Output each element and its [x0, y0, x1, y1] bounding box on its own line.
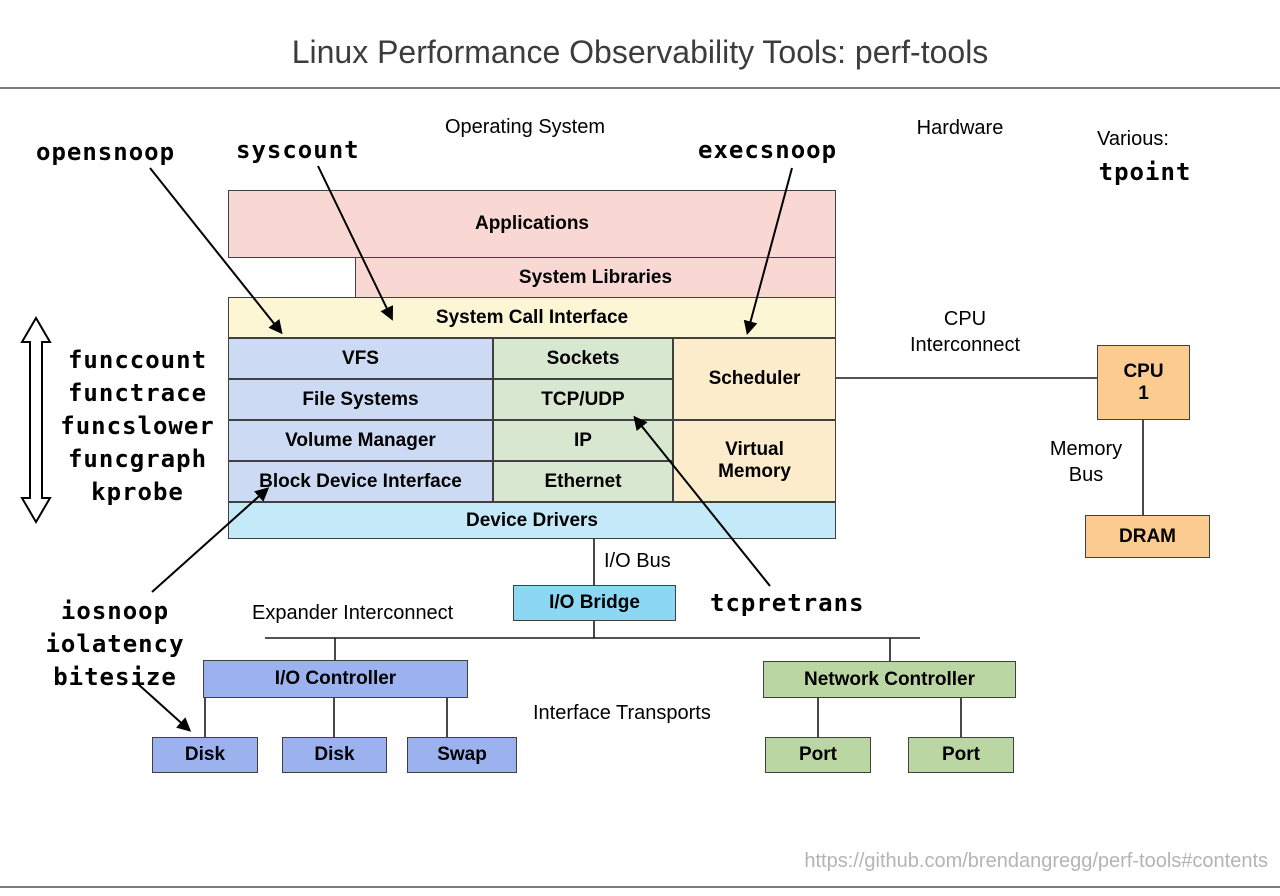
hardware-heading: Hardware — [916, 117, 1004, 139]
dram-box: DRAM — [1085, 515, 1210, 558]
device-drivers-box: Device Drivers — [228, 502, 836, 539]
tool-funcgraph: funcgraph — [67, 445, 208, 473]
tool-iosnoop: iosnoop — [60, 597, 170, 625]
memory-bus-line1: Memory — [1049, 438, 1123, 460]
sockets-box: Sockets — [493, 338, 673, 379]
io-controller-box: I/O Controller — [203, 660, 468, 698]
io-tools-group: iosnoop iolatency bitesize — [40, 595, 190, 694]
tool-funcslower: funcslower — [60, 412, 215, 440]
expander-interconnect-label: Expander Interconnect — [252, 602, 454, 624]
tool-functrace: functrace — [67, 379, 208, 407]
bottom-divider-line — [0, 886, 1280, 888]
tool-bitesize: bitesize — [53, 663, 177, 691]
vfs-box: VFS — [228, 338, 493, 379]
system-libraries-box: System Libraries — [355, 257, 836, 298]
disk-box-2: Disk — [282, 737, 387, 773]
ip-box: IP — [493, 420, 673, 461]
cpu-number: 1 — [1138, 382, 1149, 404]
tool-execsnoop: execsnoop — [698, 136, 838, 164]
tool-tpoint: tpoint — [1098, 158, 1192, 186]
operating-system-heading: Operating System — [444, 116, 606, 138]
ethernet-box: Ethernet — [493, 461, 673, 502]
applications-box: Applications — [228, 190, 836, 258]
file-systems-box: File Systems — [228, 379, 493, 420]
cpu-interconnect-line2: Interconnect — [909, 334, 1021, 356]
network-controller-box: Network Controller — [763, 661, 1016, 698]
title-divider-line — [0, 87, 1280, 89]
page-title: Linux Performance Observability Tools: p… — [291, 34, 989, 70]
port-box-2: Port — [908, 737, 1014, 773]
interface-transports-label: Interface Transports — [533, 702, 711, 724]
io-bus-label: I/O Bus — [604, 550, 671, 572]
tool-syscount: syscount — [236, 136, 360, 164]
swap-box: Swap — [407, 737, 517, 773]
cpu-interconnect-line1: CPU — [943, 308, 987, 330]
tool-iolatency: iolatency — [45, 630, 185, 658]
system-call-interface-box: System Call Interface — [228, 297, 836, 338]
tcp-udp-box: TCP/UDP — [493, 379, 673, 420]
volume-manager-box: Volume Manager — [228, 420, 493, 461]
disk-box-1: Disk — [152, 737, 258, 773]
io-bridge-box: I/O Bridge — [513, 585, 676, 621]
source-url: https://github.com/brendangregg/perf-too… — [804, 850, 1268, 872]
block-device-interface-box: Block Device Interface — [228, 461, 493, 502]
func-range-double-arrow-icon — [20, 316, 52, 524]
tool-funccount: funccount — [67, 346, 208, 374]
scheduler-box: Scheduler — [673, 338, 836, 420]
port-box-1: Port — [765, 737, 871, 773]
cpu-label: CPU — [1123, 360, 1164, 382]
func-tools-group: funccount functrace funcslower funcgraph… — [55, 344, 220, 509]
tool-tcpretrans: tcpretrans — [710, 589, 865, 617]
various-heading: Various: — [1097, 128, 1169, 150]
virtual-memory-box: Virtual Memory — [673, 420, 836, 502]
tool-kprobe: kprobe — [91, 478, 184, 506]
tool-opensnoop: opensnoop — [36, 138, 176, 166]
memory-bus-label: Memory Bus — [1036, 436, 1136, 488]
memory-bus-line2: Bus — [1068, 464, 1104, 486]
cpu-interconnect-label: CPU Interconnect — [895, 306, 1035, 358]
cpu-box: CPU 1 — [1097, 345, 1190, 420]
